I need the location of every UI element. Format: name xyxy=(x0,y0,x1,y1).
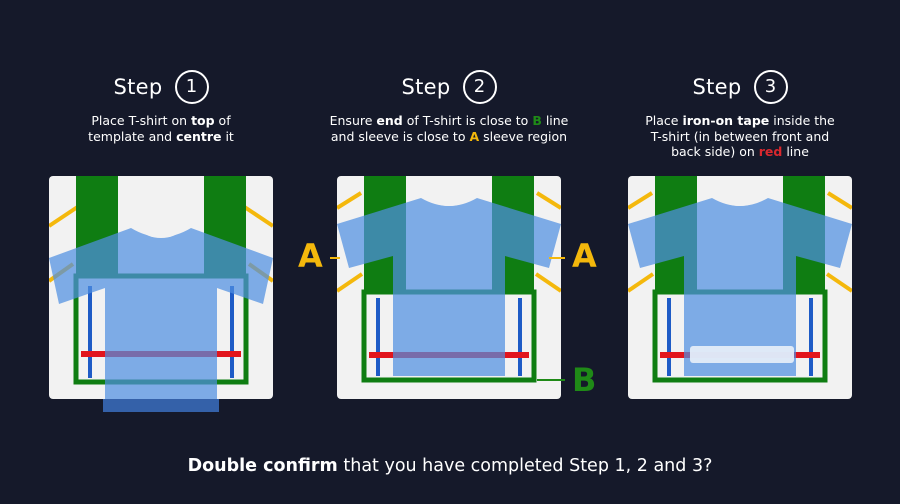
step-3-heading: Step 3 xyxy=(600,70,880,104)
template-illustration-2 xyxy=(337,176,561,383)
marker-b: B xyxy=(572,361,597,399)
template-panel-1 xyxy=(49,176,273,399)
template-panel-3 xyxy=(628,176,852,399)
blue-stripe xyxy=(230,286,234,378)
step-3-instruction: Place iron-on tape inside the T-shirt (i… xyxy=(645,113,835,159)
tshirt-shape xyxy=(49,228,273,399)
template-illustration-1 xyxy=(49,176,273,399)
step-2-heading: Step 2 xyxy=(309,70,589,104)
confirmation-emphasis: Double confirm xyxy=(187,456,338,476)
tshirt-shape xyxy=(628,198,852,376)
marker-a-right: A xyxy=(572,237,597,275)
step-3-number-badge: 3 xyxy=(753,70,788,104)
iron-on-tape xyxy=(690,346,794,363)
confirmation-question: Double confirm that you have completed S… xyxy=(0,456,900,476)
step-1-number-badge: 1 xyxy=(174,70,209,104)
step-3-word: Step xyxy=(692,75,742,99)
tshirt-collar xyxy=(722,190,758,206)
marker-a-left: A xyxy=(298,237,323,275)
marker-b-line xyxy=(537,379,565,381)
step-1-instruction: Place T-shirt on top of template and cen… xyxy=(88,113,234,144)
marker-a-left-line xyxy=(330,257,340,259)
blue-stripe xyxy=(518,298,522,376)
tshirt-collar xyxy=(431,190,467,206)
tshirt-shape xyxy=(337,198,561,376)
tshirt-collar xyxy=(143,222,179,238)
step-2-instruction: Ensure end of T-shirt is close to B line… xyxy=(329,113,569,144)
blue-stripe xyxy=(667,298,671,376)
confirmation-rest: that you have completed Step 1, 2 and 3? xyxy=(337,456,713,476)
step-2-number-badge: 2 xyxy=(462,70,497,104)
step-1-heading: Step 1 xyxy=(21,70,301,104)
template-panel-2 xyxy=(337,176,561,399)
step-2-word: Step xyxy=(401,75,451,99)
step-1-word: Step xyxy=(113,75,163,99)
blue-stripe xyxy=(376,298,380,376)
marker-a-right-line xyxy=(549,257,565,259)
blue-stripe xyxy=(88,286,92,378)
tshirt-overflow-1 xyxy=(103,399,219,412)
template-illustration-3 xyxy=(628,176,852,383)
blue-stripe xyxy=(809,298,813,376)
